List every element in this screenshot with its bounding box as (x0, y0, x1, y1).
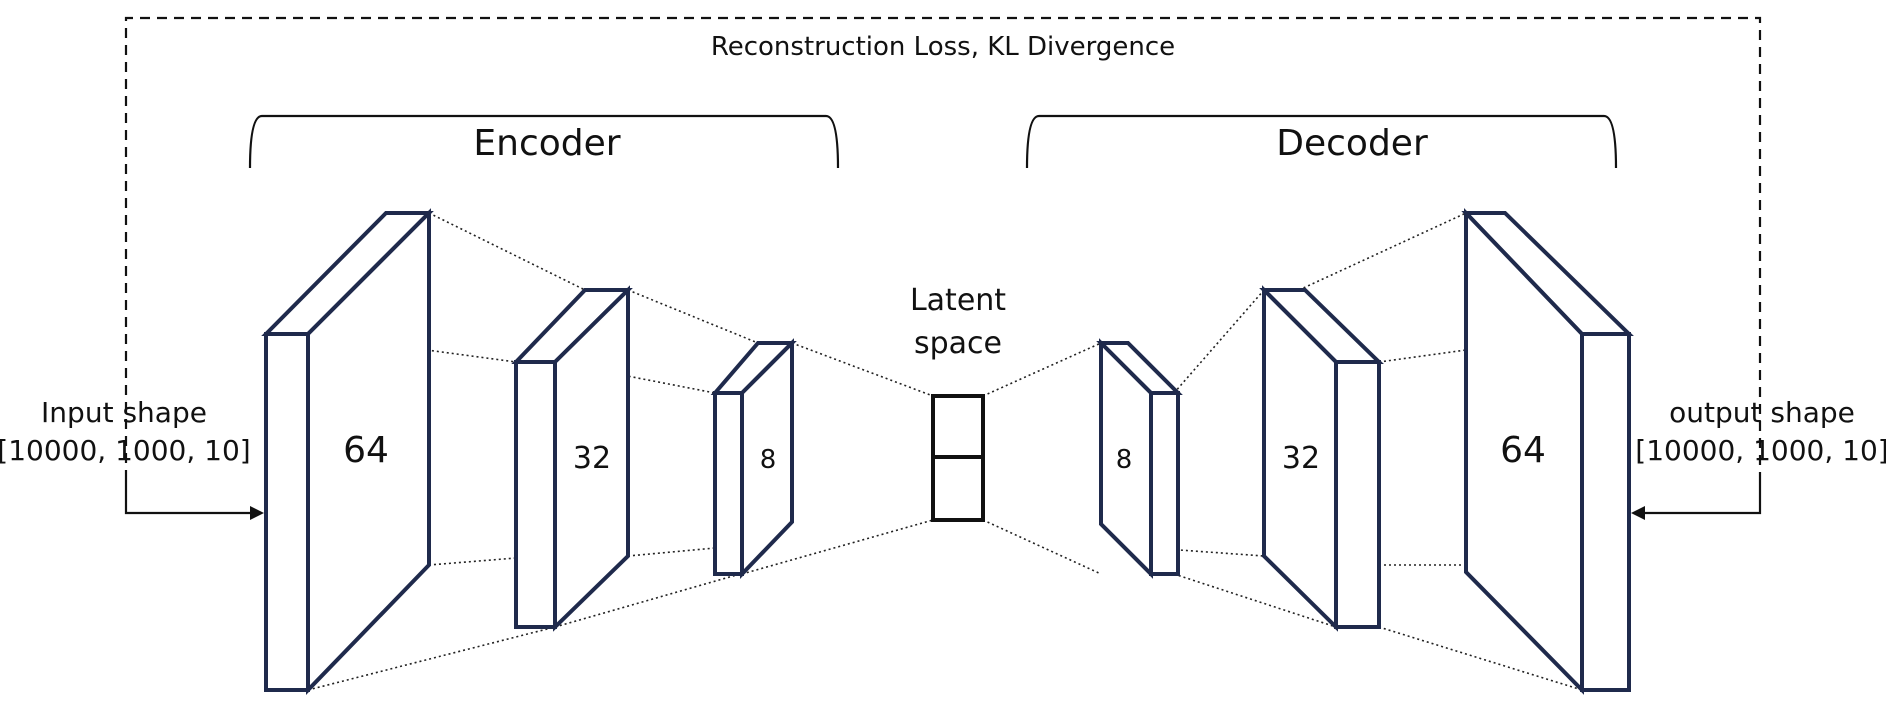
decoder-bracket (1025, 114, 1618, 169)
output-shape-value: [10000, 1000, 10] (1635, 434, 1886, 467)
decoder-layer-32 (1259, 285, 1384, 632)
input-shape-label: Input shape (41, 396, 207, 429)
encoder-layer-64-label: 64 (343, 430, 389, 471)
decoder-layer-8-label: 8 (1116, 445, 1133, 475)
decoder-layer-32-label: 32 (1282, 441, 1320, 476)
encoder-bracket (248, 114, 840, 169)
decoder-layer-8 (1096, 338, 1183, 579)
decoder-layer-64 (1461, 208, 1634, 695)
encoder-layer-8 (710, 338, 797, 579)
encoder-layer-64 (261, 208, 434, 695)
latent-label-line2: space (914, 326, 1002, 361)
encoder-layer-32-label: 32 (573, 441, 611, 476)
latent-space-box (931, 394, 985, 522)
output-arrow-head (1631, 506, 1645, 520)
encoder-label: Encoder (473, 123, 620, 164)
loss-feedback-path (124, 16, 1762, 480)
input-shape-value: [10000, 1000, 10] (0, 434, 251, 467)
decoder-layer-64-label: 64 (1500, 430, 1546, 471)
decoder-label: Decoder (1276, 123, 1428, 164)
latent-label-line1: Latent (910, 283, 1006, 318)
input-arrow-head (250, 506, 264, 520)
output-shape-label: output shape (1669, 396, 1855, 429)
loss-label: Reconstruction Loss, KL Divergence (711, 32, 1175, 62)
output-arrow (1644, 480, 1762, 515)
input-arrow (124, 480, 252, 515)
encoder-layer-8-label: 8 (760, 445, 777, 475)
encoder-layer-32 (511, 285, 633, 632)
